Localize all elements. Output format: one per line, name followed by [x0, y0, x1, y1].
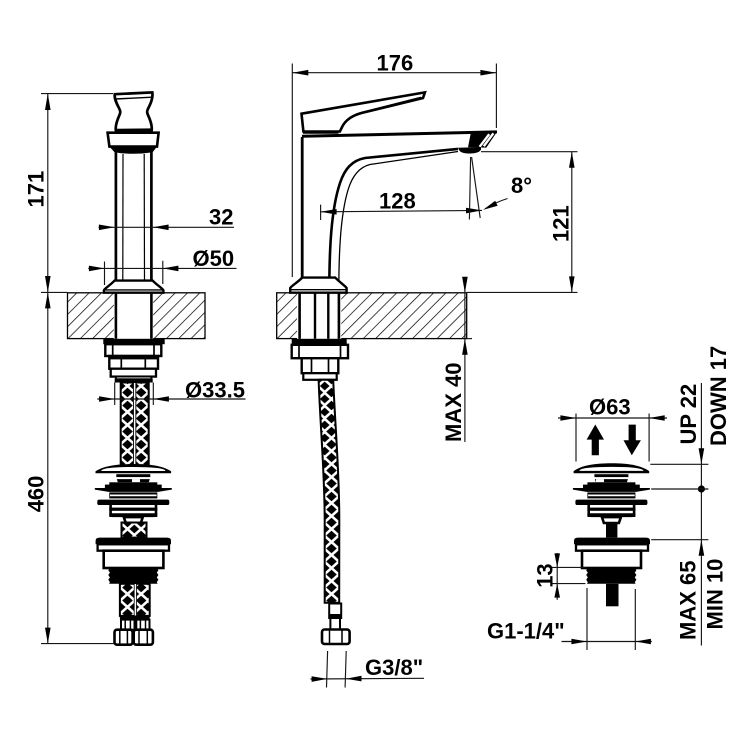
- svg-text:176: 176: [377, 51, 414, 76]
- svg-text:Ø33.5: Ø33.5: [185, 378, 245, 403]
- svg-text:UP 22: UP 22: [676, 384, 701, 445]
- svg-text:171: 171: [24, 171, 49, 208]
- svg-text:Ø50: Ø50: [193, 246, 235, 271]
- svg-text:8°: 8°: [511, 173, 532, 198]
- svg-text:121: 121: [548, 205, 573, 242]
- svg-text:32: 32: [209, 204, 233, 229]
- svg-text:MAX 40: MAX 40: [441, 363, 466, 442]
- svg-text:460: 460: [24, 476, 49, 513]
- svg-text:Ø63: Ø63: [589, 394, 631, 419]
- svg-text:128: 128: [379, 188, 416, 213]
- svg-text:DOWN 17: DOWN 17: [706, 346, 731, 446]
- svg-text:MIN 10: MIN 10: [703, 559, 728, 630]
- svg-text:G3/8": G3/8": [365, 655, 423, 680]
- svg-text:G1-1/4": G1-1/4": [487, 619, 565, 644]
- svg-text:13: 13: [533, 563, 558, 587]
- svg-text:MAX 65: MAX 65: [676, 561, 701, 640]
